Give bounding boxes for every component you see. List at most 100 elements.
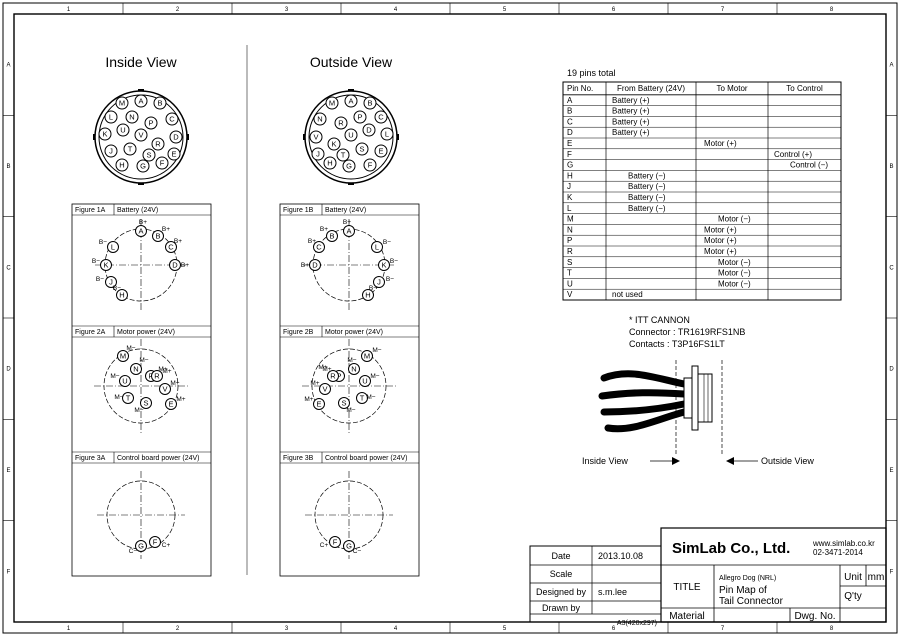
pin-polarity-label: M− [372, 347, 381, 354]
pin-U: U [119, 375, 131, 387]
pin-polarity-label: M− [346, 407, 355, 414]
pin-polarity-label: M+ [322, 366, 331, 373]
pin-polarity-label: B− [113, 285, 121, 292]
pin-E: E [167, 147, 181, 161]
svg-text:G: G [140, 162, 146, 171]
pin-polarity-label: M+ [158, 366, 167, 373]
fig3b-diagram: FC+GC− [305, 471, 393, 559]
svg-text:Motor (+): Motor (+) [704, 225, 737, 234]
pin-polarity-label: M− [110, 373, 119, 380]
pin-R: R [334, 116, 348, 130]
col-marker-top: 2 [176, 7, 180, 13]
svg-text:Motor (+): Motor (+) [704, 236, 737, 245]
svg-text:H: H [567, 171, 573, 180]
svg-text:S: S [143, 399, 148, 408]
pin-J: J [311, 147, 325, 161]
pin-polarity-label: M− [126, 345, 135, 352]
pin-polarity-label: M+ [162, 368, 171, 375]
pin-B: B [363, 96, 377, 110]
svg-text:R: R [330, 372, 336, 381]
svg-text:V: V [162, 385, 167, 394]
svg-text:F: F [153, 538, 158, 547]
svg-text:Battery (−): Battery (−) [628, 193, 666, 202]
svg-text:not used: not used [612, 290, 643, 299]
pin-B: B [152, 230, 164, 242]
svg-text:L: L [385, 130, 389, 139]
svg-text:D: D [173, 133, 179, 142]
svg-text:E: E [316, 400, 321, 409]
pin-R: R [151, 370, 163, 382]
pin-polarity-label: B− [390, 258, 398, 265]
svg-text:J: J [109, 147, 113, 156]
col-marker-bottom: 4 [394, 626, 398, 632]
unit-label: Unit [844, 572, 862, 583]
table-header: To Motor [716, 84, 747, 93]
pin-polarity-label: B− [92, 258, 100, 265]
svg-text:S: S [146, 151, 151, 160]
pin-J: J [373, 276, 385, 288]
table-header: To Control [786, 84, 823, 93]
pin-E: E [313, 398, 325, 410]
row-marker-right: F [890, 569, 894, 575]
pin-polarity-label: B− [96, 276, 104, 283]
svg-text:C: C [169, 115, 175, 124]
fig3a-caption: Control board power (24V) [117, 455, 200, 462]
title-line-1: Pin Map of [719, 585, 767, 596]
connector-flange [691, 365, 699, 431]
pin-polarity-label: B+ [181, 262, 189, 269]
svg-text:L: L [109, 113, 113, 122]
date-value: 2013.10.08 [598, 551, 643, 561]
cable-3 [600, 400, 688, 416]
pin-M: M [117, 350, 129, 362]
svg-text:R: R [338, 119, 344, 128]
svg-text:Battery (+): Battery (+) [612, 128, 650, 137]
pin-C: C [165, 241, 177, 253]
svg-text:Motor (−): Motor (−) [718, 258, 751, 267]
figure-panels [71, 203, 420, 577]
svg-text:T: T [341, 151, 346, 160]
connector-body [697, 373, 713, 423]
svg-text:V: V [322, 385, 327, 394]
cable-2 [598, 389, 688, 400]
svg-text:M: M [329, 99, 335, 108]
fig1a-caption: Battery (24V) [117, 207, 158, 214]
connector-side-illustration: Inside View Outside View [582, 360, 814, 466]
svg-text:E: E [378, 147, 383, 156]
pin-S: S [338, 397, 350, 409]
pin-F: F [149, 536, 161, 548]
row-marker-right: B [889, 164, 893, 170]
svg-text:N: N [351, 365, 356, 374]
pin-V: V [159, 383, 171, 395]
row-marker-left: E [6, 468, 10, 474]
pin-S: S [140, 397, 152, 409]
fig2a-diagram: MM−NM−PM+UM−RM+TM−SM−EM+VM+ [94, 339, 188, 433]
pin-K: K [327, 137, 341, 151]
svg-text:B: B [329, 232, 334, 241]
pin-polarity-label: M− [366, 394, 375, 401]
svg-text:V: V [138, 131, 143, 140]
svg-text:J: J [109, 278, 113, 287]
col-marker-bottom: 8 [830, 626, 834, 632]
svg-text:D: D [312, 261, 318, 270]
svg-text:Motor (+): Motor (+) [704, 139, 737, 148]
svg-text:B: B [155, 232, 160, 241]
pin-polarity-label: C− [129, 548, 138, 555]
pin-T: T [356, 392, 368, 404]
pin-C: C [165, 112, 179, 126]
svg-text:G: G [567, 161, 573, 170]
pin-H: H [362, 289, 374, 301]
pin-R: R [327, 370, 339, 382]
col-marker-top: 3 [285, 7, 289, 13]
connector-back-shell [683, 377, 693, 419]
pin-N: N [313, 112, 327, 126]
